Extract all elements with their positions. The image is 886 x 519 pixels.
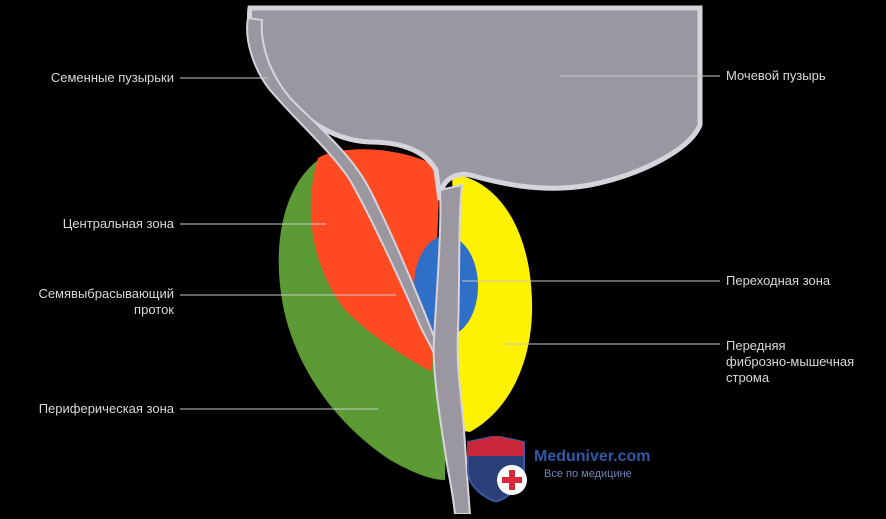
central-zone-shape [310,149,440,372]
label-anterior-stroma-line1: Передняя [726,338,786,353]
leader-lines [180,75,720,410]
label-anterior-stroma: Передняя фиброзно-мышечная строма [726,338,854,386]
label-ejaculatory-duct-line1: Семявыбрасывающий [38,286,174,301]
label-anterior-stroma-line2: фиброзно-мышечная [726,354,855,369]
label-bladder: Мочевой пузырь [726,68,826,83]
watermark-subtitle: Все по медицине [544,468,632,480]
label-ejaculatory-duct: Семявыбрасывающий проток [6,286,174,318]
label-ejaculatory-duct-line2: проток [134,302,174,317]
watermark-title: Meduniver.com [534,448,651,465]
label-transition-zone: Переходная зона [726,273,831,288]
label-peripheral-zone: Периферическая зона [38,401,174,416]
watermark: Meduniver.com Все по медицине [464,434,684,506]
label-seminal-vesicles: Семенные пузырьки [50,70,174,85]
label-central-zone: Центральная зона [62,216,174,231]
shield-cross-icon [467,434,527,504]
anterior-stroma-shape [452,170,533,432]
label-anterior-stroma-line3: строма [726,370,770,385]
